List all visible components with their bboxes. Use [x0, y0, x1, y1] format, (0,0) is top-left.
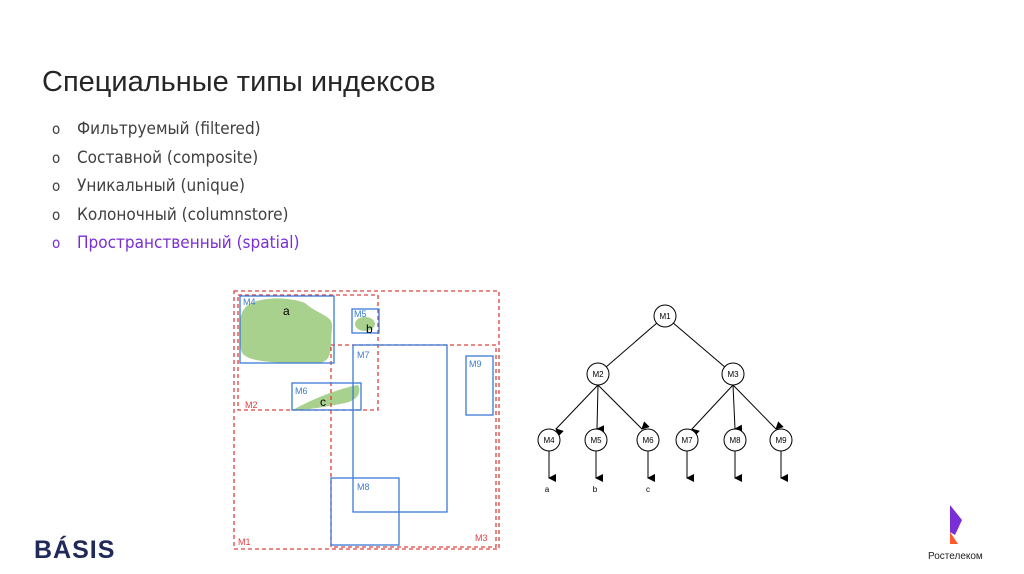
tree-edges — [548, 384, 788, 482]
label-m9: M9 — [469, 359, 482, 369]
node-m5 — [584, 428, 608, 452]
node-m2 — [586, 362, 610, 386]
node-m8 — [723, 428, 747, 452]
node-m6 — [636, 428, 660, 452]
rect-m6 — [291, 382, 362, 411]
rostelecom-logo-icon — [950, 505, 962, 544]
bullet-item: o Колоночный (columnstore) — [52, 201, 299, 230]
node-label: M5 — [590, 436, 602, 445]
leaf-label-c: c — [646, 485, 650, 494]
bullet-item: o Уникальный (unique) — [52, 172, 299, 201]
bullet-label: Пространственный (spatial) — [77, 233, 300, 254]
rect-m5 — [351, 308, 380, 334]
node-m7 — [675, 428, 699, 452]
node-m4 — [537, 428, 561, 452]
bullet-label: Уникальный (unique) — [77, 176, 245, 197]
rect-m4 — [239, 295, 335, 364]
spatial-diagram: M2 M1 M3 M4 M5 M7 M9 M6 M8 a b c — [233, 290, 500, 550]
bullet-icon: o — [52, 177, 61, 196]
bullet-item: o Фильтруемый (filtered) — [52, 115, 299, 144]
bullet-label: Составной (composite) — [77, 147, 259, 168]
bullet-icon: o — [52, 205, 61, 224]
node-label: M4 — [543, 436, 555, 445]
object-b-shape — [355, 317, 375, 331]
bullet-icon: o — [52, 120, 61, 139]
rect-m9 — [465, 355, 494, 416]
bullet-label: Колоночный (columnstore) — [77, 204, 289, 225]
region-m1 — [233, 290, 500, 550]
bullet-item: o Составной (composite) — [52, 144, 299, 173]
node-label: M8 — [729, 436, 741, 445]
label-m4: M4 — [243, 297, 256, 307]
node-label: M9 — [775, 436, 787, 445]
node-label: M2 — [592, 370, 604, 379]
bullet-icon: o — [52, 234, 61, 253]
node-label: M6 — [642, 436, 654, 445]
label-c: c — [320, 395, 326, 409]
rostelecom-logo-text: Ростелеком — [928, 551, 983, 562]
rect-m7 — [352, 344, 448, 513]
label-m8: M8 — [357, 482, 370, 492]
basis-logo: BÁSIS — [34, 536, 116, 564]
label-m6: M6 — [295, 386, 308, 396]
node-m9 — [769, 428, 793, 452]
node-label: M3 — [727, 370, 739, 379]
node-m1 — [653, 304, 677, 328]
bullet-item-active: o Пространственный (spatial) — [52, 229, 299, 258]
object-c-shape — [293, 385, 360, 410]
leaf-label-b: b — [593, 485, 598, 494]
label-a: a — [283, 304, 290, 318]
label-m7: M7 — [357, 350, 370, 360]
label-m3: M3 — [475, 533, 488, 543]
label-b: b — [366, 322, 373, 336]
rect-m8 — [330, 477, 400, 546]
leaf-label-a: a — [545, 485, 550, 494]
node-label: M1 — [659, 312, 671, 321]
label-m2: M2 — [245, 400, 258, 410]
label-m1: M1 — [238, 537, 251, 547]
node-m3 — [721, 362, 745, 386]
region-m3 — [330, 344, 497, 548]
bullet-label: Фильтруемый (filtered) — [77, 119, 261, 140]
slide-title: Специальные типы индексов — [42, 66, 436, 98]
label-m5: M5 — [354, 309, 367, 319]
node-label: M7 — [681, 436, 693, 445]
bullet-icon: o — [52, 148, 61, 167]
object-a-shape — [239, 298, 333, 363]
r-tree: M1 M2 M3 M4 M5 M6 M7 M8 M9 a b c — [537, 304, 793, 494]
